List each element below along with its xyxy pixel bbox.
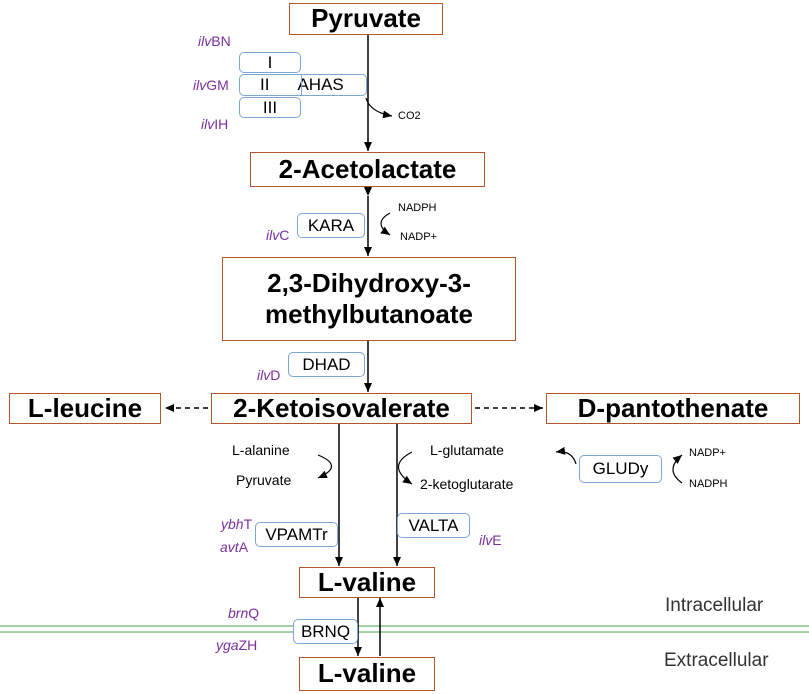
gene-ygazh: ygaZH bbox=[216, 637, 257, 653]
gene-ilvih-italic: ilv bbox=[201, 116, 215, 132]
metabolite-dihydroxy-methylbutanoate: 2,3-Dihydroxy-3- methylbutanoate bbox=[222, 257, 516, 341]
enzyme-ahas-subunit-i: I bbox=[239, 52, 301, 73]
cofactor-nadph-kara: NADPH bbox=[398, 202, 437, 214]
cofactor-nadph-gludy: NADPH bbox=[689, 478, 728, 490]
cofactor-co2: CO2 bbox=[398, 110, 421, 122]
gene-brnq-italic: brn bbox=[228, 605, 249, 621]
gene-ilvih-rest: IH bbox=[214, 116, 229, 132]
arrow-kara-cofactor bbox=[380, 212, 391, 236]
arrow-gludy-nadph bbox=[672, 454, 683, 484]
gene-brnq: brnQ bbox=[228, 605, 259, 621]
gene-ilvgm-rest: GM bbox=[206, 77, 229, 93]
enzyme-kara: KARA bbox=[297, 213, 365, 238]
metabolite-leucine: L-leucine bbox=[9, 393, 161, 424]
gene-ybht: ybhT bbox=[221, 516, 252, 532]
gene-ilvbn-italic: ilv bbox=[198, 33, 212, 49]
gene-ilvc: ilvC bbox=[266, 227, 289, 243]
gene-ygazh-italic: yga bbox=[216, 637, 239, 653]
ahas-subunit-iii-label: III bbox=[262, 97, 278, 117]
dhad-label: DHAD bbox=[302, 354, 351, 374]
region-extracellular: Extracellular bbox=[664, 650, 769, 671]
arrow-glutamate-ketoglutarate bbox=[397, 451, 413, 485]
ahas-subunit-i-label: I bbox=[267, 52, 273, 72]
metabolite-pantothenate: D-pantothenate bbox=[546, 393, 800, 424]
arrow-alanine-pyruvate bbox=[317, 454, 333, 479]
gene-ilve: ilvE bbox=[479, 532, 502, 548]
metabolite-pyruvate: Pyruvate bbox=[289, 3, 443, 35]
dihydroxy-label-line2: methylbutanoate bbox=[264, 299, 474, 329]
pantothenate-label: D-pantothenate bbox=[577, 392, 769, 423]
region-intracellular: Intracellular bbox=[665, 595, 764, 616]
gene-avta: avtA bbox=[220, 539, 248, 555]
cofactor-nadp-gludy: NADP+ bbox=[689, 447, 726, 459]
valine-intracellular-label: L-valine bbox=[317, 566, 417, 597]
gene-avta-rest: A bbox=[238, 539, 249, 555]
enzyme-ahas-subunit-iii: III bbox=[239, 97, 301, 118]
enzyme-valta: VALTA bbox=[397, 513, 470, 538]
cofactor-l-glutamate: L-glutamate bbox=[430, 442, 504, 458]
valine-extracellular-label: L-valine bbox=[317, 658, 417, 689]
metabolite-valine-extracellular: L-valine bbox=[299, 657, 435, 691]
gene-ilvd: ilvD bbox=[257, 367, 280, 383]
gene-ilvc-italic: ilv bbox=[266, 227, 280, 243]
metabolite-ketoisovalerate: 2-Ketoisovalerate bbox=[211, 393, 472, 424]
leucine-label: L-leucine bbox=[27, 392, 143, 423]
enzyme-brnq: BRNQ bbox=[293, 619, 358, 644]
gene-brnq-rest: Q bbox=[248, 605, 260, 621]
ahas-label: AHAS bbox=[297, 75, 344, 94]
valta-label: VALTA bbox=[408, 515, 459, 535]
cofactor-l-alanine: L-alanine bbox=[232, 442, 290, 458]
metabolite-acetolactate: 2-Acetolactate bbox=[250, 152, 485, 187]
metabolite-valine-intracellular: L-valine bbox=[299, 567, 435, 598]
gene-ybht-italic: ybh bbox=[221, 516, 244, 532]
enzyme-vpamtr: VPAMTr bbox=[255, 522, 338, 547]
gene-ilvd-rest: D bbox=[270, 367, 281, 383]
gene-ilvgm-italic: ilv bbox=[193, 77, 207, 93]
arrow-co2 bbox=[365, 97, 393, 119]
gene-ilvih: ilvIH bbox=[201, 116, 228, 132]
gene-ilvbn-rest: BN bbox=[211, 33, 231, 49]
dihydroxy-label-line1: 2,3-Dihydroxy-3- bbox=[267, 267, 471, 298]
gene-ilve-rest: E bbox=[492, 532, 502, 548]
acetolactate-label: 2-Acetolactate bbox=[278, 153, 457, 184]
gene-ilvd-italic: ilv bbox=[257, 367, 271, 383]
cofactor-2-ketoglutarate: 2-ketoglutarate bbox=[420, 476, 514, 492]
ahas-subunit-ii-label: II bbox=[260, 75, 270, 94]
gene-ygazh-rest: ZH bbox=[238, 637, 258, 653]
ketoisovalerate-label: 2-Ketoisovalerate bbox=[233, 392, 450, 423]
vpamtr-label: VPAMTr bbox=[265, 524, 328, 544]
ahas-divider bbox=[301, 74, 302, 96]
arrow-gludy-glutamate bbox=[555, 446, 577, 465]
gene-ilvbn: ilvBN bbox=[198, 33, 231, 49]
gludy-label: GLUDy bbox=[592, 459, 649, 478]
gene-ilvgm: ilvGM bbox=[193, 77, 229, 93]
enzyme-dhad: DHAD bbox=[288, 352, 365, 377]
gene-ilve-italic: ilv bbox=[479, 532, 493, 548]
cofactor-nadp-kara: NADP+ bbox=[400, 231, 437, 243]
brnq-label: BRNQ bbox=[300, 621, 351, 641]
kara-label: KARA bbox=[307, 215, 355, 235]
gene-ilvc-rest: C bbox=[279, 227, 290, 243]
enzyme-gludy: GLUDy bbox=[579, 455, 662, 483]
enzyme-ahas: II AHAS bbox=[239, 74, 367, 96]
cofactor-pyruvate: Pyruvate bbox=[236, 472, 292, 488]
gene-ybht-rest: T bbox=[243, 516, 253, 532]
gene-avta-italic: avt bbox=[220, 539, 239, 555]
pyruvate-label: Pyruvate bbox=[311, 3, 421, 34]
